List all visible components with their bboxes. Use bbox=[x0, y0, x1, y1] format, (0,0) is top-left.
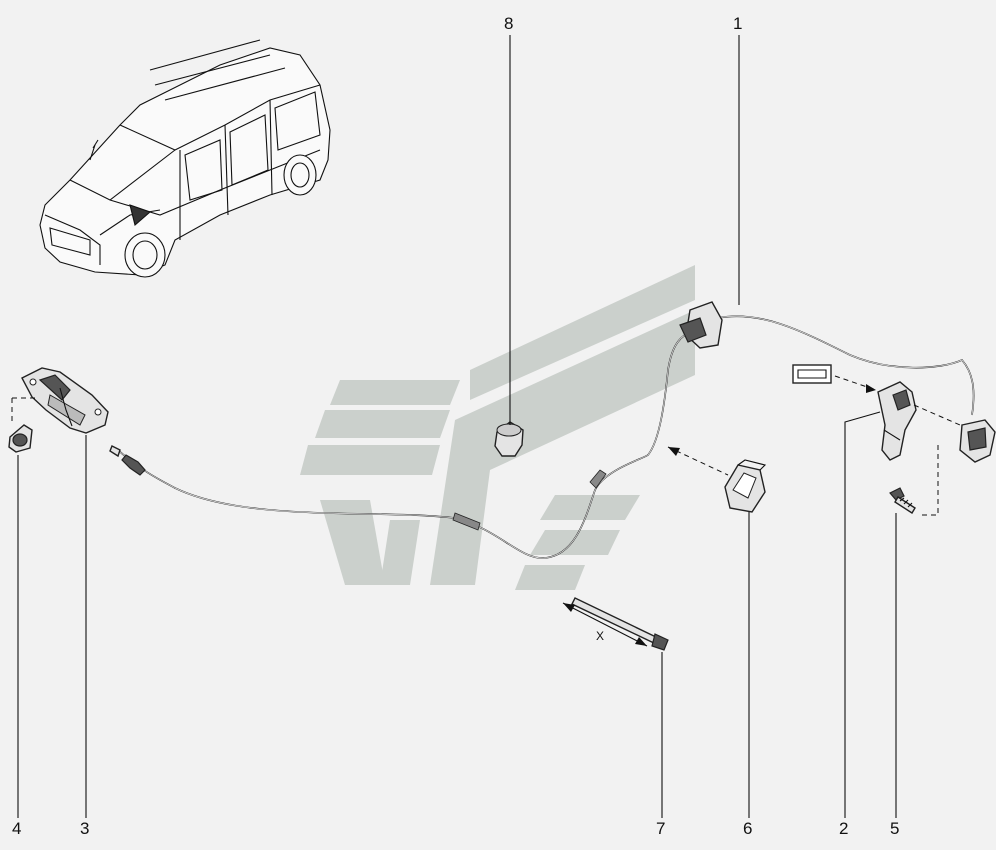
part-4-bush bbox=[8, 424, 33, 453]
release-cable bbox=[109, 315, 975, 559]
seal-pad bbox=[792, 364, 832, 384]
callout-7: 7 bbox=[656, 819, 665, 838]
part-7-cable-tie bbox=[571, 597, 669, 651]
callout-3: 3 bbox=[80, 819, 89, 838]
handle-mechanism bbox=[959, 419, 996, 463]
leader-lines bbox=[17, 35, 897, 818]
part-6-cable-clip bbox=[724, 459, 767, 513]
dimension-x bbox=[562, 602, 648, 647]
callout-8: 8 bbox=[504, 14, 513, 33]
callout-1: 1 bbox=[733, 14, 742, 33]
part-2-release-handle bbox=[877, 381, 917, 461]
callout-5: 5 bbox=[890, 819, 899, 838]
callout-4: 4 bbox=[12, 819, 21, 838]
part-8-bonnet-stop bbox=[494, 421, 524, 457]
callout-2: 2 bbox=[839, 819, 848, 838]
dimension-x-label: X bbox=[596, 629, 604, 643]
cable-grommet bbox=[679, 301, 723, 349]
part-3-bonnet-lock bbox=[21, 367, 109, 434]
vehicle-illustration bbox=[39, 39, 331, 278]
callout-6: 6 bbox=[743, 819, 752, 838]
watermark-logo bbox=[300, 265, 695, 590]
part-5-screw bbox=[889, 487, 916, 514]
